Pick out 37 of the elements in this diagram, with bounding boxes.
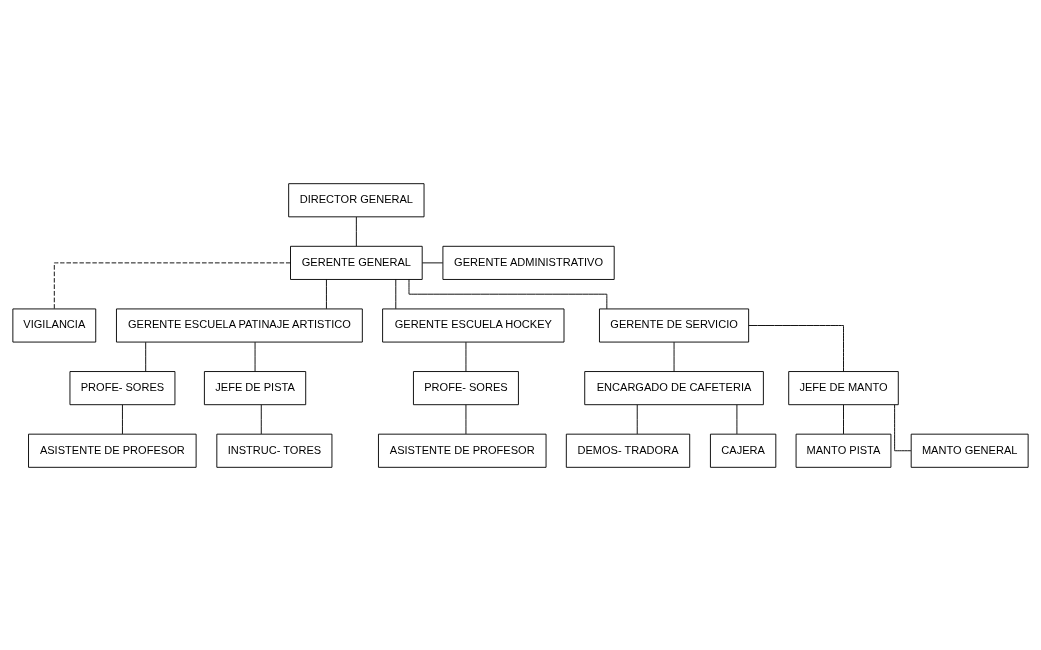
connector — [260, 403, 262, 434]
connector — [894, 403, 912, 451]
connector — [843, 403, 844, 434]
connector — [673, 341, 675, 372]
node-box: INSTRUC- TORES — [216, 433, 333, 468]
connector — [122, 403, 123, 434]
node-box: MANTO GENERAL — [910, 433, 1029, 468]
node-box: GERENTE ESCUELA PATINAJE ARTISTICO — [116, 307, 363, 343]
connector — [325, 278, 327, 309]
connector — [355, 216, 357, 246]
node-box: ASISTENTE DE PROFESOR — [378, 433, 547, 468]
node-box: VIGILANCIA — [12, 307, 97, 343]
connector — [254, 341, 256, 372]
node-box: ENCARGADO DE CAFETERIA — [584, 370, 764, 405]
node-box: JEFE DE PISTA — [203, 370, 307, 405]
connector — [53, 261, 291, 309]
node-box: JEFE DE MANTO — [788, 370, 899, 405]
connector — [465, 403, 467, 434]
connector — [408, 278, 608, 309]
node-box: ASISTENTE DE PROFESOR — [28, 433, 197, 468]
node-box: CAJERA — [709, 433, 777, 468]
connector — [636, 403, 638, 434]
node-box: GERENTE GENERAL — [290, 245, 423, 280]
connector — [395, 278, 397, 309]
node-box: MANTO PISTA — [795, 433, 892, 468]
node-box: PROFE- SORES — [413, 370, 519, 405]
connector — [748, 324, 844, 372]
node-box: GERENTE DE SERVICIO — [599, 307, 750, 343]
node-box: DIRECTOR GENERAL — [288, 182, 425, 217]
connector — [736, 403, 738, 434]
node-box: DEMOS- TRADORA — [565, 433, 691, 468]
connector — [421, 261, 444, 263]
connector — [145, 341, 147, 372]
node-box: GERENTE ADMINISTRATIVO — [442, 245, 615, 280]
node-box: GERENTE ESCUELA HOCKEY — [382, 307, 565, 343]
connector — [465, 341, 467, 372]
node-box: PROFE- SORES — [69, 370, 176, 405]
